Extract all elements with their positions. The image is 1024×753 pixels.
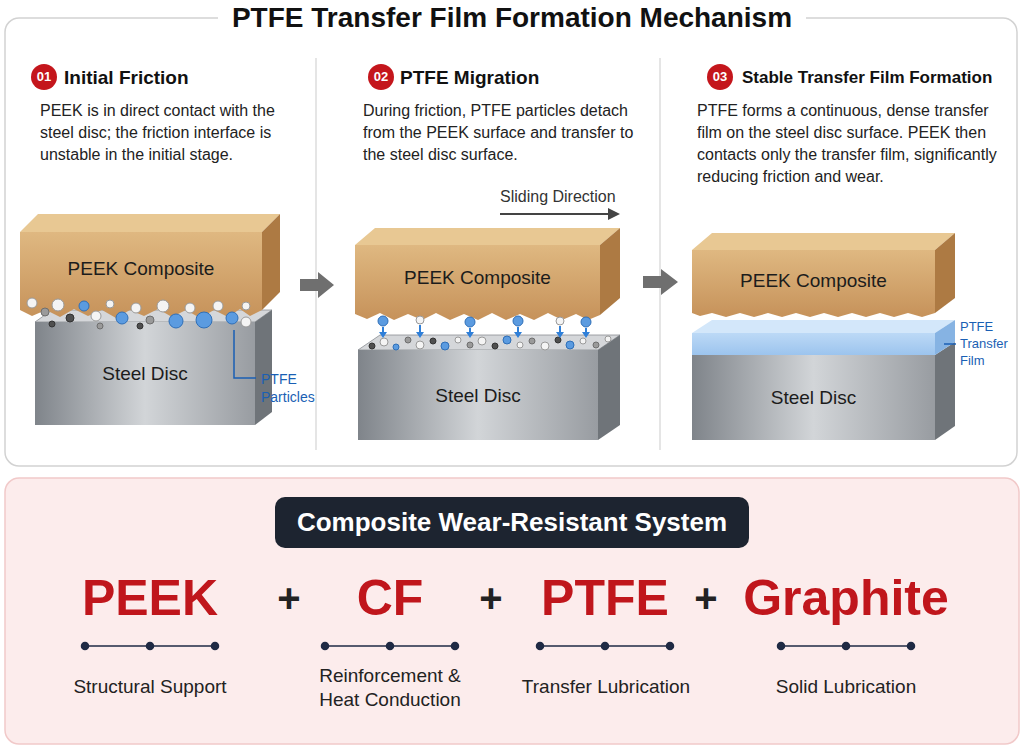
step-number-text: 02 [374, 69, 388, 85]
step-arrow [643, 269, 678, 295]
block-label: Steel Disc [102, 363, 188, 386]
sliding-arrow [500, 208, 620, 220]
leader-line [944, 343, 956, 345]
leader-line [234, 330, 256, 378]
step-number-text: 01 [37, 69, 51, 85]
component-name: Graphite [731, 568, 961, 628]
step-number: 01 [31, 64, 57, 90]
steel-disc: Steel Disc [692, 357, 935, 440]
step-heading: Initial Friction [64, 66, 304, 90]
step-description: During friction, PTFE particles detach f… [363, 100, 649, 166]
step-number-text: 03 [713, 69, 727, 85]
component-role: Transfer Lubrication [491, 675, 721, 699]
step-heading: PTFE Migration [400, 66, 650, 90]
diagram-title: PTFE Transfer Film Formation Mechanism [218, 1, 806, 35]
block-label: Steel Disc [435, 385, 521, 408]
peek-block-shape [692, 233, 955, 317]
component-name: PEEK [50, 568, 250, 628]
step-heading: Stable Transfer Film Formation [742, 67, 1018, 89]
component-role: Reinforcement & Heat Conduction [300, 664, 480, 712]
separator [659, 58, 661, 450]
steel-disc-shape [358, 335, 620, 440]
block-label: PEEK Composite [68, 258, 215, 281]
dot-line [82, 643, 915, 650]
step-description: PTFE forms a continuous, dense transfer … [697, 100, 1011, 188]
particles [378, 316, 591, 327]
particles [369, 336, 611, 350]
peek-block-shape [355, 228, 620, 320]
component-name: CF [310, 568, 470, 628]
peek-block: PEEK Composite [20, 232, 262, 306]
block-label: Steel Disc [771, 387, 857, 410]
step-number: 03 [707, 64, 733, 90]
peek-block-shape [20, 214, 280, 318]
component-role: Structural Support [40, 675, 260, 699]
peek-block: PEEK Composite [692, 250, 935, 312]
callout-label: PTFE Transfer Film [960, 318, 1018, 369]
steel-disc-shape [692, 342, 955, 440]
block-label: PEEK Composite [404, 267, 551, 290]
steel-disc-shape [35, 310, 272, 425]
plus-sign: + [471, 570, 511, 626]
component-role: Solid Lubrication [741, 675, 951, 699]
separator [315, 58, 317, 450]
step-description: PEEK is in direct contact with the steel… [40, 100, 306, 166]
top-panel [5, 18, 1017, 466]
callout-label: PTFE Particles [261, 370, 315, 406]
component-name: PTFE [523, 568, 687, 628]
particles [27, 298, 251, 329]
step-number: 02 [368, 64, 394, 90]
peek-block: PEEK Composite [355, 245, 600, 311]
plus-sign: + [686, 570, 726, 626]
system-banner: Composite Wear-Resistant System [275, 497, 749, 548]
steel-disc: Steel Disc [35, 324, 255, 425]
direction-label: Sliding Direction [500, 187, 650, 207]
transfer-film-shape [692, 320, 955, 355]
title-row: PTFE Transfer Film Formation Mechanism [0, 1, 1024, 35]
migration-arrows [379, 325, 590, 338]
plus-sign: + [269, 570, 309, 626]
bottom-panel [5, 478, 1019, 744]
steel-disc: Steel Disc [358, 352, 598, 440]
banner-text: Composite Wear-Resistant System [297, 507, 727, 538]
step-arrow [300, 272, 334, 298]
block-label: PEEK Composite [740, 270, 887, 293]
